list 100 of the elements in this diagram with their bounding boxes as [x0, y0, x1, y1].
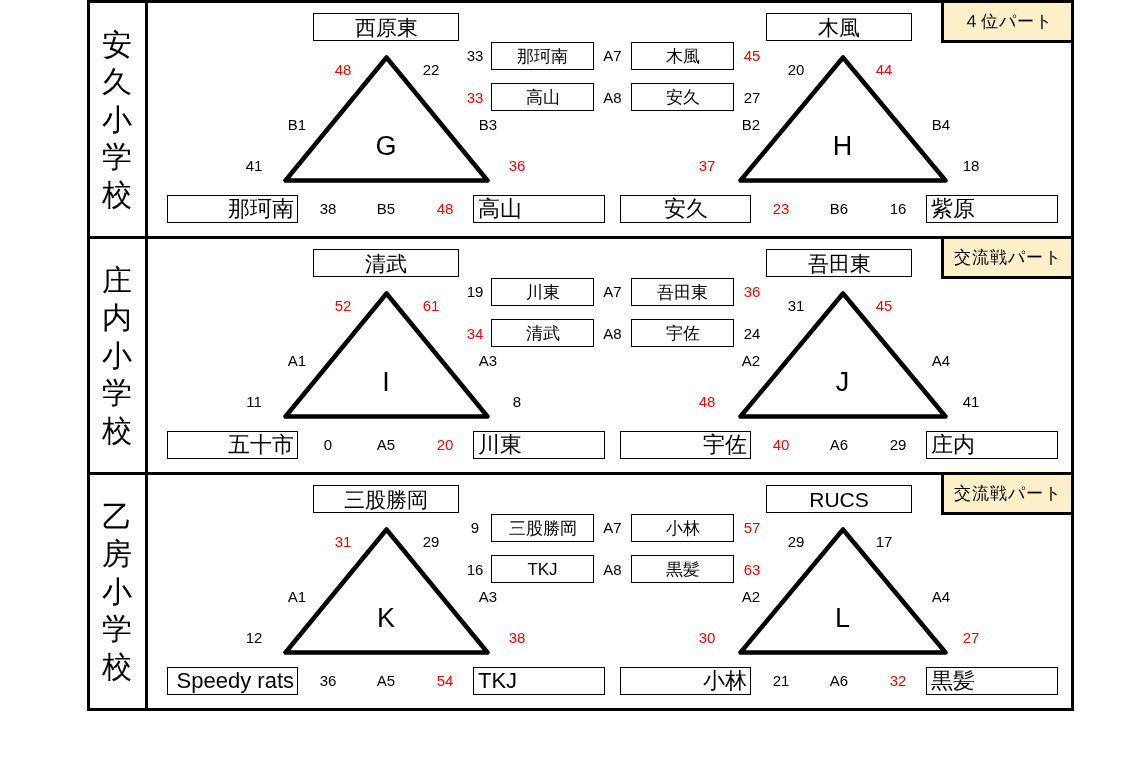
match-code: A5: [376, 672, 396, 688]
score: 29: [422, 533, 440, 549]
group-letter: L: [835, 604, 850, 631]
score: 22: [422, 61, 440, 77]
match-code: B1: [287, 116, 307, 132]
score: 40: [772, 436, 790, 452]
team-box: 宇佐: [631, 319, 734, 347]
school-name: 庄内小学校: [101, 262, 132, 449]
score: 27: [962, 629, 980, 645]
match-code: A4: [931, 352, 951, 368]
section-row: [87, 0, 1074, 239]
score: 16: [889, 200, 907, 216]
team-box: 小林: [631, 514, 734, 542]
team-box: 木風: [631, 42, 734, 70]
match-code: A7: [603, 283, 622, 299]
team-box: 那珂南: [167, 195, 298, 223]
school-name: 安久小学校: [101, 26, 132, 213]
team-box: 庄内: [926, 431, 1058, 459]
score: 57: [743, 519, 761, 535]
team-box: 黒髪: [631, 555, 734, 583]
score: 31: [787, 297, 805, 313]
match-code: A3: [478, 352, 498, 368]
score: 29: [787, 533, 805, 549]
match-code: A1: [287, 352, 307, 368]
part-tag: ４位パート: [941, 0, 1074, 43]
team-box: 那珂南: [491, 42, 594, 70]
team-box: 木風: [766, 13, 912, 41]
match-code: A4: [931, 588, 951, 604]
score: 38: [319, 200, 337, 216]
team-box: 小林: [620, 667, 751, 695]
team-box: 川東: [491, 278, 594, 306]
match-code: A8: [603, 561, 622, 577]
score: 61: [422, 297, 440, 313]
section-row: [87, 472, 1074, 711]
match-code: A5: [376, 436, 396, 452]
team-box: 宇佐: [620, 431, 751, 459]
part-tag: 交流戦パート: [941, 472, 1074, 515]
team-box: RUCS: [766, 485, 912, 513]
score: 41: [245, 157, 263, 173]
score: 20: [787, 61, 805, 77]
score: 29: [889, 436, 907, 452]
score: 8: [512, 393, 522, 409]
part-tag: 交流戦パート: [941, 236, 1074, 279]
score: 41: [962, 393, 980, 409]
match-code: A2: [741, 588, 761, 604]
group-letter: G: [375, 132, 397, 159]
score: 18: [962, 157, 980, 173]
team-box: 吾田東: [631, 278, 734, 306]
group-letter: K: [377, 604, 395, 631]
team-box: 高山: [473, 195, 605, 223]
score: 27: [743, 89, 761, 105]
group-letter: I: [382, 368, 390, 395]
score: 37: [698, 157, 716, 173]
score: 36: [508, 157, 526, 173]
score: 24: [743, 325, 761, 341]
match-code: B5: [376, 200, 396, 216]
match-code: A7: [603, 519, 622, 535]
score: 32: [889, 672, 907, 688]
team-box: 西原東: [313, 13, 459, 41]
score: 45: [875, 297, 893, 313]
team-box: 清武: [491, 319, 594, 347]
match-code: A8: [603, 325, 622, 341]
score: 33: [466, 89, 484, 105]
team-box: 黒髪: [926, 667, 1058, 695]
team-box: 高山: [491, 83, 594, 111]
team-box: 清武: [313, 249, 459, 277]
score: 16: [466, 561, 484, 577]
match-code: A6: [829, 672, 849, 688]
match-code: B2: [741, 116, 761, 132]
score: 48: [334, 61, 352, 77]
score: 38: [508, 629, 526, 645]
score: 33: [466, 47, 484, 63]
team-box: 三股勝岡: [313, 485, 459, 513]
match-code: A2: [741, 352, 761, 368]
score: 36: [319, 672, 337, 688]
match-code: A7: [603, 47, 622, 63]
score: 11: [246, 393, 262, 409]
score: 20: [436, 436, 454, 452]
score: 19: [466, 283, 484, 299]
score: 48: [698, 393, 716, 409]
team-box: 安久: [620, 195, 751, 223]
score: 31: [334, 533, 352, 549]
team-box: Speedy rats: [167, 667, 298, 695]
team-box: TKJ: [491, 555, 594, 583]
team-box: 安久: [631, 83, 734, 111]
match-code: B6: [829, 200, 849, 216]
team-box: 吾田東: [766, 249, 912, 277]
score: 45: [743, 47, 761, 63]
score: 17: [875, 533, 893, 549]
group-letter: H: [832, 132, 853, 159]
match-code: A6: [829, 436, 849, 452]
match-code: A8: [603, 89, 622, 105]
match-code: A3: [478, 588, 498, 604]
school-name: 乙房小学校: [101, 498, 132, 685]
score: 30: [698, 629, 716, 645]
team-box: 川東: [473, 431, 605, 459]
score: 52: [334, 297, 352, 313]
score: 44: [875, 61, 893, 77]
score: 21: [772, 672, 790, 688]
match-code: B4: [931, 116, 951, 132]
